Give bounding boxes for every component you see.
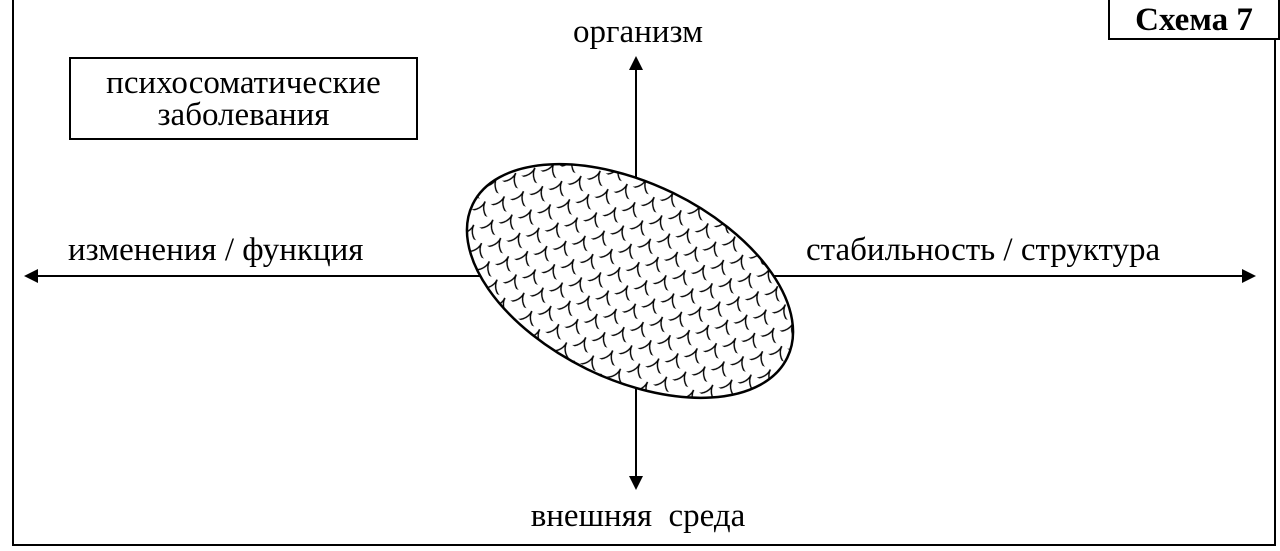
- psychosomatic-zone-ellipse: [465, 162, 795, 400]
- category-line-1: психосоматические: [106, 65, 381, 101]
- axis-label-right: стабильность / структура: [806, 232, 1161, 268]
- category-box: психосоматические заболевания: [69, 57, 418, 140]
- axis-label-bottom: внешняя среда: [530, 498, 746, 534]
- diagram-frame: [12, 0, 1276, 546]
- scheme-number-label: Схема 7: [1108, 0, 1280, 40]
- axis-label-left: изменения / функция: [68, 232, 364, 268]
- axis-label-top: организм: [573, 14, 703, 50]
- category-line-2: заболевания: [157, 97, 330, 133]
